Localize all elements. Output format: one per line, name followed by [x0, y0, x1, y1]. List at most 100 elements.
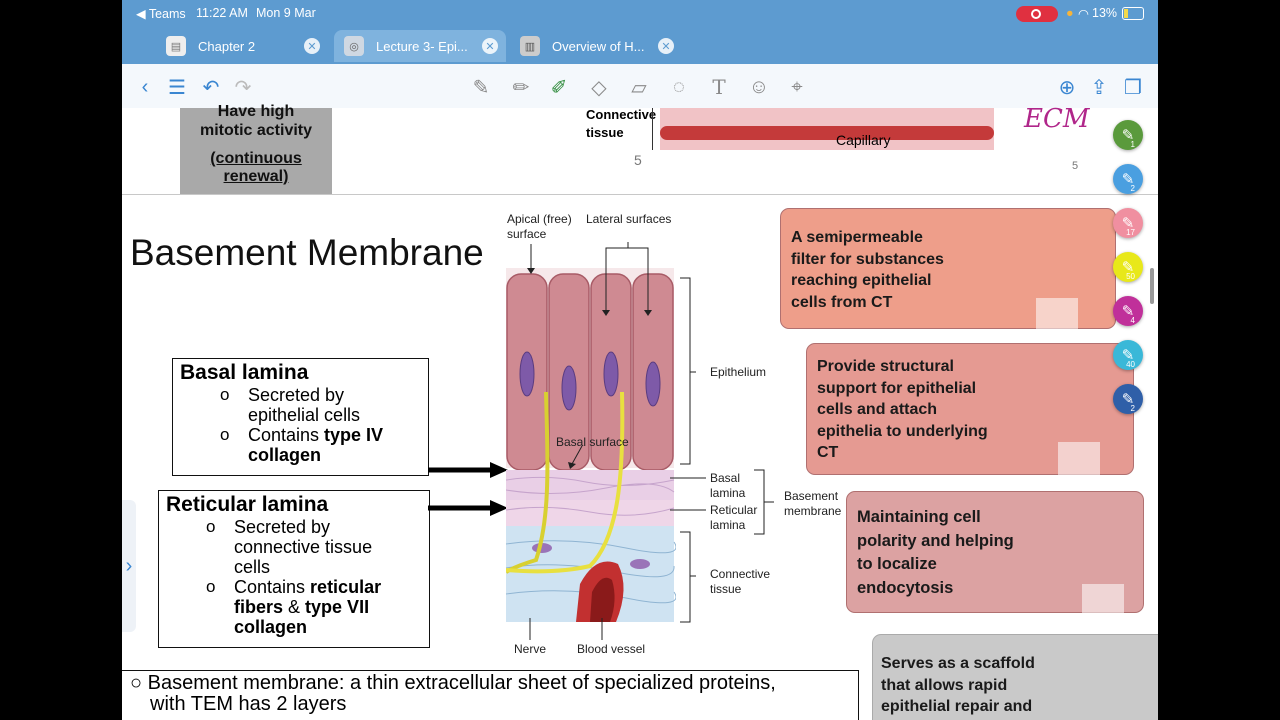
lateral-surfaces-label: Lateral surfaces [586, 212, 672, 226]
clock: 11:22 AM [196, 6, 248, 20]
reticular-lamina-heading: Reticular lamina [166, 493, 329, 516]
back-chevron-icon[interactable]: ‹ [141, 75, 149, 98]
scrollbar[interactable] [1150, 268, 1154, 304]
highlighter-tool-icon[interactable]: ✐ [550, 76, 568, 99]
wifi-icon: ◠ [1078, 7, 1089, 21]
box-text: renewal) [223, 168, 289, 185]
document-icon: ▤ [166, 36, 186, 56]
nerve-label: Nerve [514, 642, 547, 656]
label-leaders [527, 242, 652, 316]
sticker-tool-icon[interactable]: ☺ [748, 75, 770, 98]
lamina-arrows [428, 462, 508, 516]
tab-label: Chapter 2 [198, 38, 256, 54]
previous-page-strip: Have high mitotic activity (continuous r… [122, 103, 1158, 195]
tab-chapter-2[interactable]: ▤ Chapter 2 ✕ [130, 30, 330, 62]
basal-lamina-heading: Basal lamina [180, 361, 309, 384]
pen-tool-icon[interactable]: ✎ [472, 76, 490, 99]
nerve-vessel-leaders [529, 618, 603, 640]
document-icon: ▥ [520, 36, 540, 56]
mitotic-activity-box: Have high mitotic activity (continuous r… [180, 103, 332, 194]
epithelium-label: Epithelium [710, 365, 767, 379]
apical-surface-label: Apical (free)surface [507, 212, 572, 241]
menu-icon[interactable]: ☰ [168, 76, 186, 99]
pen-preset-magenta[interactable]: ✎4 [1113, 296, 1143, 326]
capillary-image: Capillary [660, 108, 994, 150]
redo-icon[interactable]: ↷ [234, 76, 252, 99]
tab-label: Overview of H... [552, 38, 645, 54]
back-to-app[interactable]: ◀ Teams [136, 7, 186, 21]
highlighter-icon: ✎ [1121, 259, 1135, 276]
title-chrome: ◀ Teams 11:22 AM Mon 9 Mar ● ◠ 13% ▤ Cha… [122, 0, 1158, 64]
handwritten-note: ECM [1024, 104, 1090, 134]
definition-line: ○ Basement membrane: a thin extracellula… [130, 672, 776, 694]
highlighter-preset-yellow[interactable]: ✎50 [1113, 252, 1143, 282]
close-tab-icon[interactable]: ✕ [482, 38, 498, 54]
page-number: 5 [634, 152, 642, 168]
slide-basement-membrane: Basement Membrane Basal lamina Secreted … [122, 194, 1158, 720]
toolbar: ‹ ☰ ↶ ↷ ✎ ✏ ✐ ◇ ▱ ◌ T ☺ ⌖ ⊕ ⇪ ❐ [122, 64, 1158, 109]
undo-icon[interactable]: ↶ [202, 76, 220, 99]
ct-bracket [680, 531, 696, 623]
basal-surface-label: Basal surface [556, 435, 629, 449]
flow-arrow-icon [1040, 442, 1118, 514]
basal-surface-arrow [568, 445, 583, 469]
tab-label: Lecture 3- Epi... [376, 38, 468, 54]
pen-icon: ✎ [1121, 127, 1135, 144]
lamina-leaders [670, 477, 706, 511]
page-number-right: 5 [1072, 160, 1079, 172]
basement-bracket [754, 469, 774, 535]
tab-overview[interactable]: ▥ Overview of H... ✕ [510, 30, 690, 62]
epithelium-diagram [506, 268, 676, 622]
pencil-tool-icon[interactable]: ✏ [512, 76, 530, 99]
definition-line: with TEM has 2 layers [150, 693, 347, 715]
ipad-screen: ◀ Teams 11:22 AM Mon 9 Mar ● ◠ 13% ▤ Cha… [122, 0, 1158, 720]
close-tab-icon[interactable]: ✕ [658, 38, 674, 54]
text-tool-icon[interactable]: T [712, 75, 726, 99]
box-text: mitotic activity [199, 122, 313, 139]
sidebar-handle-chevron-icon[interactable]: › [122, 500, 136, 632]
definition-text-box: ○ Basement membrane: a thin extracellula… [122, 670, 859, 720]
tab-lecture-3[interactable]: ◎ Lecture 3- Epi... ✕ [334, 30, 506, 62]
recording-indicator-icon[interactable] [1016, 6, 1058, 22]
pen-preset-pink[interactable]: ✎17 [1113, 208, 1143, 238]
flow-arrow-icon [1064, 584, 1142, 656]
lasso-tool-icon[interactable]: ◌ [673, 75, 685, 98]
blood-vessel-label: Blood vessel [577, 642, 646, 656]
highlighter-preset-cyan[interactable]: ✎40 [1113, 340, 1143, 370]
close-tab-icon[interactable]: ✕ [304, 38, 320, 54]
add-page-icon[interactable]: ⊕ [1058, 76, 1076, 99]
pen-icon: ✎ [1121, 171, 1135, 188]
battery-icon [1122, 7, 1144, 20]
document-icon: ◎ [344, 36, 364, 56]
laser-pointer-icon[interactable]: ⌖ [791, 75, 803, 98]
label-line [652, 108, 653, 150]
location-icon: ● [1066, 6, 1074, 20]
box-text: Have high [217, 103, 295, 120]
box-text: (continuous [210, 150, 302, 167]
highlighter-icon: ✎ [1121, 347, 1135, 364]
pen-icon: ✎ [1121, 391, 1135, 408]
capillary-label: Capillary [836, 132, 891, 148]
pen-preset-navy[interactable]: ✎2 [1113, 384, 1143, 414]
eraser-tool-icon[interactable]: ▱ [631, 76, 647, 99]
pages-icon[interactable]: ❐ [1124, 76, 1142, 99]
share-icon[interactable]: ⇪ [1090, 76, 1108, 99]
epithelium-bracket [680, 277, 696, 465]
date: Mon 9 Mar [256, 6, 316, 20]
pen-icon: ✎ [1121, 303, 1135, 320]
slide-title: Basement Membrane [130, 232, 484, 273]
shapes-tool-icon[interactable]: ◇ [591, 76, 607, 99]
pen-preset-blue[interactable]: ✎2 [1113, 164, 1143, 194]
flow-arrow-icon [1018, 298, 1096, 370]
pen-preset-green[interactable]: ✎1 [1113, 120, 1143, 150]
